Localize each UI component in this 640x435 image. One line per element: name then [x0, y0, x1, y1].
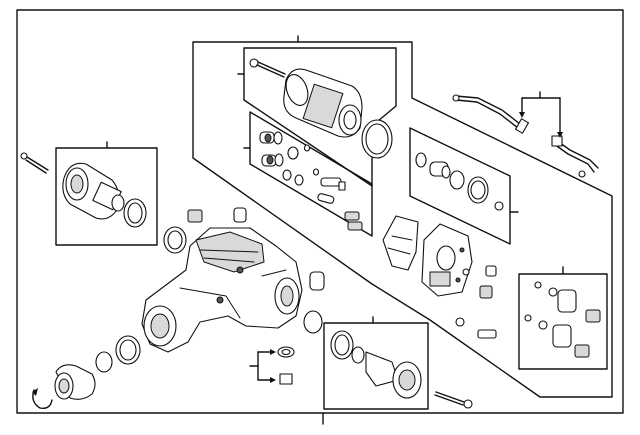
pump-kit-group [409, 127, 519, 245]
seal-kit-orings [282, 144, 320, 186]
hose-assembly [452, 94, 599, 178]
valve-body-left [382, 215, 419, 271]
symbol-callout [249, 346, 295, 385]
actuator-bolt [249, 58, 286, 78]
sensor-oring [534, 281, 542, 289]
hose-callout [519, 91, 563, 138]
bottom-bolt [434, 391, 473, 409]
seal-kit-group [243, 111, 373, 237]
actuator-seal-ring [361, 119, 393, 159]
outer-frame [16, 9, 624, 414]
valve-body-right [421, 223, 473, 297]
actuator-group [237, 47, 397, 187]
seal-kit-box [249, 111, 373, 237]
main-group-frame [192, 41, 613, 398]
seal-kit-plugs [259, 131, 284, 167]
differential-housing [141, 227, 303, 353]
left-flange-group [55, 141, 158, 246]
sensor-lower [552, 324, 572, 348]
washer-near-housing [455, 317, 497, 339]
sensor-group [518, 266, 608, 370]
valve-fittings [462, 265, 497, 299]
left-bolt [20, 152, 49, 174]
actuator-motor [283, 68, 363, 138]
bottom-flange-box [323, 322, 429, 410]
bottom-flange-group [323, 316, 429, 410]
pump-kit-parts [415, 152, 504, 211]
pinion-parts [32, 335, 141, 410]
sensor-upper [557, 289, 577, 313]
pump-kit-box [409, 127, 511, 245]
housing-small-parts [163, 207, 325, 334]
seal-kit-pins [317, 177, 363, 231]
